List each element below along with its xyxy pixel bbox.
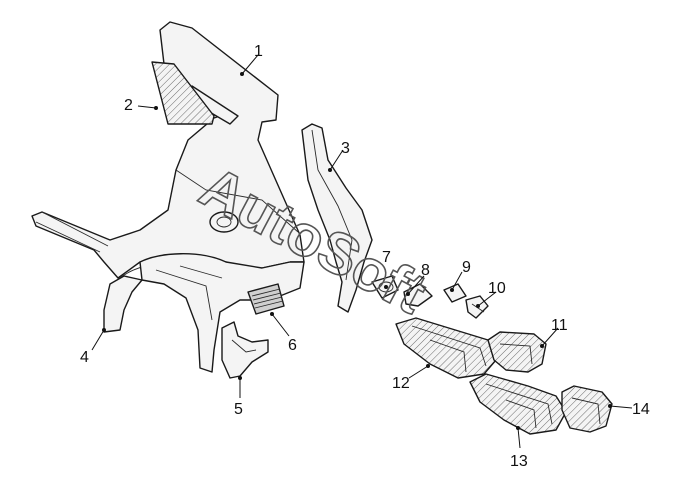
part-11-upper-lamp xyxy=(487,331,547,373)
callout-11: 11 xyxy=(551,317,568,334)
callout-8: 8 xyxy=(421,262,430,279)
callout-4: 4 xyxy=(80,349,89,366)
part-6-vent-grille xyxy=(247,283,285,315)
part-4-arch-liner xyxy=(103,275,143,333)
callout-6: 6 xyxy=(288,337,297,354)
callout-5: 5 xyxy=(234,401,243,418)
callout-1: 1 xyxy=(254,43,263,60)
part-1-quarter-panel xyxy=(31,21,305,279)
leader-dots xyxy=(102,72,612,430)
inner-arch-panel xyxy=(139,253,305,373)
leader-lines xyxy=(91,54,633,449)
callout-3: 3 xyxy=(341,140,350,157)
part-13-lower-lamp xyxy=(469,373,567,435)
part-5-mud-flap xyxy=(221,321,269,379)
part-2-quarter-glass xyxy=(151,61,215,125)
callout-9: 9 xyxy=(462,259,471,276)
callout-labels: 1 2 3 4 5 6 7 8 9 10 11 12 13 14 xyxy=(80,43,650,470)
callout-13: 13 xyxy=(510,453,528,470)
callout-10: 10 xyxy=(488,280,506,297)
part-12-tail-lamp xyxy=(395,317,497,379)
callout-12: 12 xyxy=(392,375,410,392)
part-14-outer-lamp xyxy=(561,385,613,433)
callout-7: 7 xyxy=(382,249,391,266)
part-3-pillar-trim xyxy=(301,123,373,313)
callout-2: 2 xyxy=(124,97,133,114)
callout-14: 14 xyxy=(632,401,650,418)
